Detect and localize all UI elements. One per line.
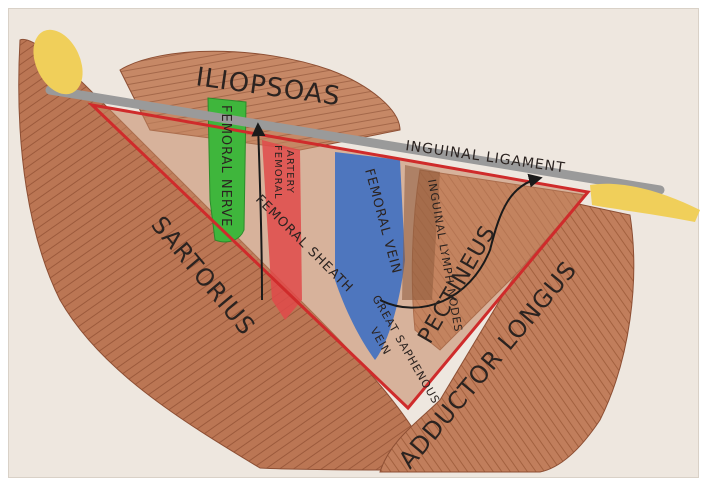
label-femoral-artery-line2: ARTERY <box>284 150 295 194</box>
label-femoral-nerve: FEMORAL NERVE <box>218 105 233 227</box>
label-femoral-artery-line1: FEMORAL <box>272 145 283 200</box>
